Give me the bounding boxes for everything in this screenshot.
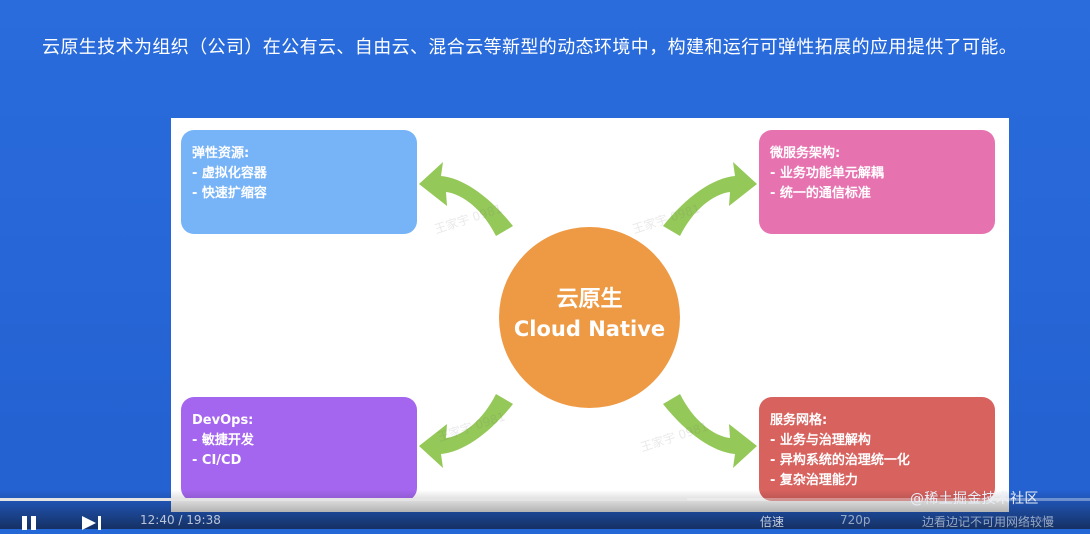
intro-paragraph: 云原生技术为组织（公司）在公有云、自由云、混合云等新型的动态环境中，构建和运行可… bbox=[42, 37, 1018, 58]
center-title-en: Cloud Native bbox=[513, 317, 666, 341]
watermark: 王家宇 0981 bbox=[638, 419, 710, 455]
center-cloud-native-circle: 云原生 Cloud Native bbox=[499, 227, 680, 408]
card-devops: DevOps: - 敏捷开发 - CI/CD bbox=[181, 397, 417, 501]
quality-button[interactable]: 720p bbox=[840, 513, 871, 527]
card-item: - 异构系统的治理统一化 bbox=[770, 453, 910, 468]
next-icon bbox=[82, 516, 101, 530]
watermark: 王家宇 0981 bbox=[630, 201, 702, 237]
progress-bar[interactable] bbox=[0, 498, 1090, 501]
progress-fill bbox=[0, 498, 687, 501]
watermark: 王家宇 0981 bbox=[435, 409, 507, 445]
card-title: 弹性资源: bbox=[192, 146, 250, 161]
arrow-to-micro-icon bbox=[663, 162, 757, 236]
card-service-mesh: 服务网格: - 业务与治理解构 - 异构系统的治理统一化 - 复杂治理能力 bbox=[759, 397, 995, 501]
card-item: - 虚拟化容器 bbox=[192, 166, 267, 181]
cloud-native-diagram: 王家宇 0981 王家宇 0981 王家宇 0981 王家宇 0981 王家宇 … bbox=[171, 118, 1009, 512]
watermark: 王家宇 0981 bbox=[432, 201, 504, 237]
pause-button[interactable] bbox=[22, 515, 42, 530]
card-microservices: 微服务架构: - 业务功能单元解耦 - 统一的通信标准 bbox=[759, 130, 995, 234]
card-title: DevOps: bbox=[192, 413, 254, 428]
note-hint: 边看边记不可用网络较慢 bbox=[922, 515, 1055, 529]
card-item: - 快速扩缩容 bbox=[192, 186, 267, 201]
card-elastic-resources: 弹性资源: - 虚拟化容器 - 快速扩缩容 bbox=[181, 130, 417, 234]
card-item: - 业务与治理解构 bbox=[770, 433, 871, 448]
site-watermark: @稀土掘金技术社区 bbox=[910, 491, 1039, 507]
card-item: - CI/CD bbox=[192, 453, 242, 468]
card-item: - 复杂治理能力 bbox=[770, 473, 858, 488]
speed-button[interactable]: 倍速 bbox=[760, 515, 785, 529]
video-player-controls: 12:40 / 19:38 倍速 720p 边看边记不可用网络较慢 bbox=[0, 490, 1090, 530]
next-button[interactable] bbox=[80, 515, 104, 530]
card-title: 服务网格: bbox=[770, 413, 828, 428]
pause-icon bbox=[31, 516, 36, 530]
card-item: - 业务功能单元解耦 bbox=[770, 166, 884, 181]
center-title-cn: 云原生 bbox=[556, 287, 623, 312]
time-display: 12:40 / 19:38 bbox=[140, 513, 221, 527]
card-item: - 敏捷开发 bbox=[192, 433, 254, 448]
card-item: - 统一的通信标准 bbox=[770, 186, 871, 201]
pause-icon bbox=[22, 516, 27, 530]
card-title: 微服务架构: bbox=[770, 146, 841, 161]
